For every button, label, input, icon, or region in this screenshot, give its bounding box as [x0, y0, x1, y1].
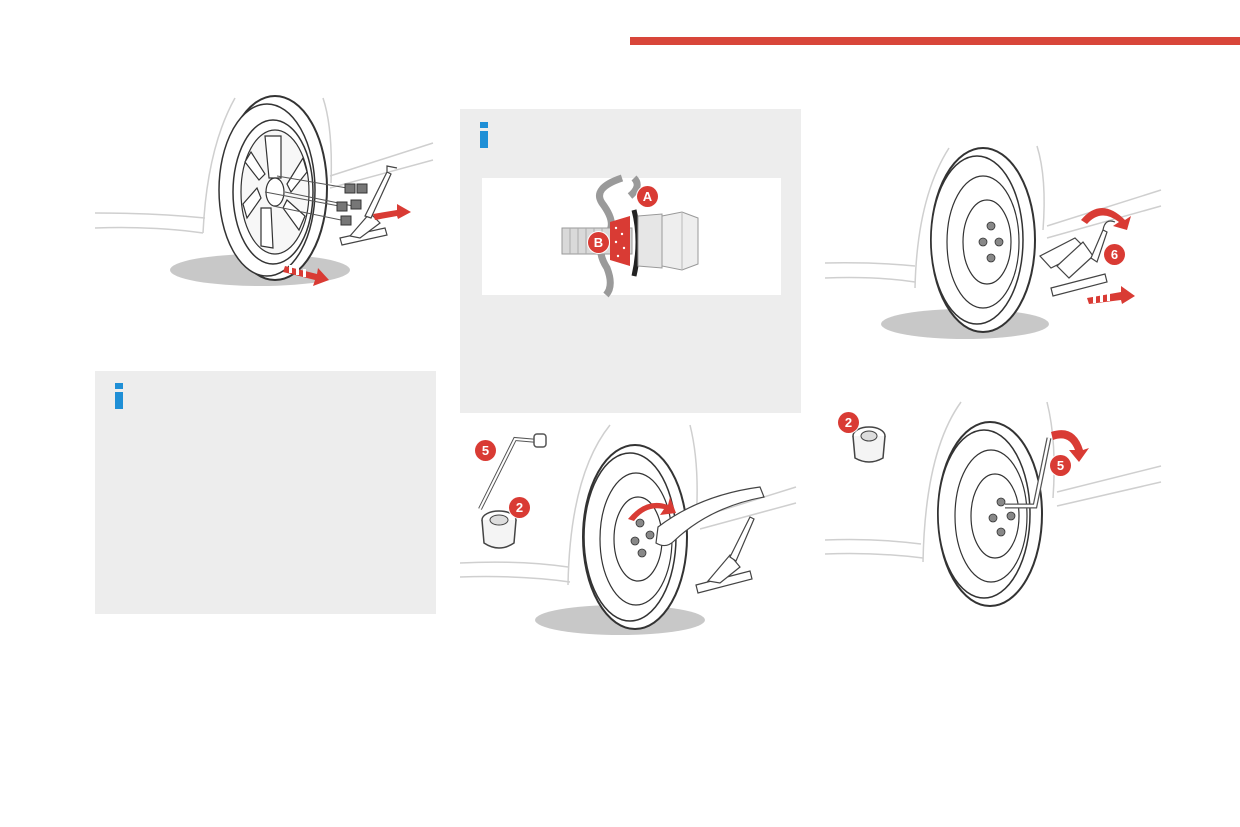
step-badge-2-socket-right: 2: [838, 412, 859, 433]
info-icon: [115, 383, 123, 409]
bolt-diagram: [561, 174, 699, 298]
step-badge-6-jack: 6: [1104, 244, 1125, 265]
jack-lowering-illustration: [824, 145, 1162, 339]
wheel-brace-illustration: [459, 424, 797, 635]
bolt-diagram-frame: A B: [482, 174, 781, 298]
step-badge-2-socket: 2: [509, 497, 530, 518]
info-panel-middle: A B: [460, 109, 801, 413]
wheel-removal-illustration: [94, 95, 434, 286]
step-badge-5-wheel-brace: 5: [475, 440, 496, 461]
info-panel-left: [95, 371, 436, 614]
info-icon: [480, 122, 488, 148]
step-badge-5-wheel-brace-right: 5: [1050, 455, 1071, 476]
header-accent-bar: [630, 37, 1240, 45]
label-badge-a: A: [637, 186, 658, 207]
wheel-tighten-illustration: [824, 401, 1162, 607]
label-badge-b: B: [588, 232, 609, 253]
